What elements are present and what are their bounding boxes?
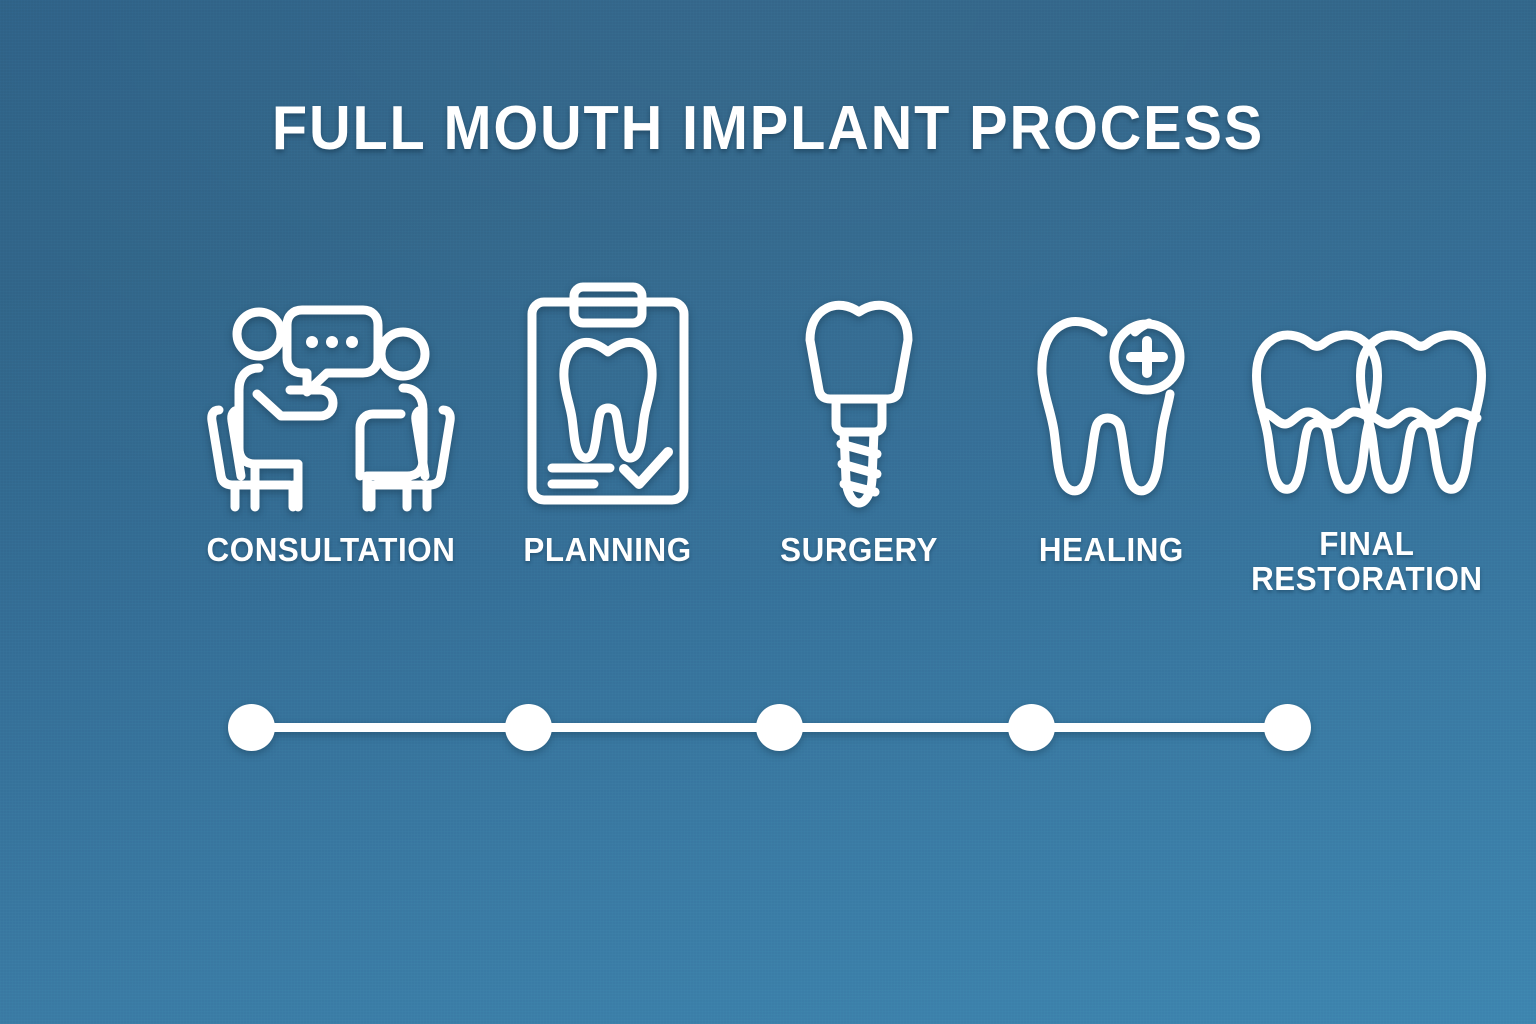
step-label-healing: HEALING [1038,531,1184,568]
tooth-with-plus-icon [1035,278,1187,510]
step-label-planning: PLANNING [523,531,693,568]
two-teeth-icon [1252,278,1486,510]
dental-implant-screw-icon [793,278,925,510]
step-consultation[interactable]: CONSULTATION [171,278,491,567]
timeline-dot-planning[interactable] [504,704,552,751]
step-label-consultation: CONSULTATION [206,531,456,568]
step-final-restoration[interactable]: FINAL RESTORATION [1207,278,1527,596]
timeline-dot-final-restoration[interactable] [1263,704,1311,751]
timeline-dot-healing[interactable] [1007,704,1055,751]
timeline-dot-consultation[interactable] [227,704,275,751]
step-healing[interactable]: HEALING [951,278,1271,567]
step-surgery[interactable]: SURGERY [699,278,1019,567]
two-people-talking-icon [195,278,467,512]
clipboard-tooth-checklist-icon [518,278,698,510]
page-title: FULL MOUTH IMPLANT PROCESS [271,94,1265,163]
process-steps-row: CONSULTATION PLANNING [78,278,1486,618]
step-label-surgery: SURGERY [780,531,938,568]
timeline-dot-surgery[interactable] [755,704,803,751]
process-timeline [0,704,1536,764]
step-planning[interactable]: PLANNING [448,278,768,567]
step-label-final-restoration: FINAL RESTORATION [1251,525,1483,597]
